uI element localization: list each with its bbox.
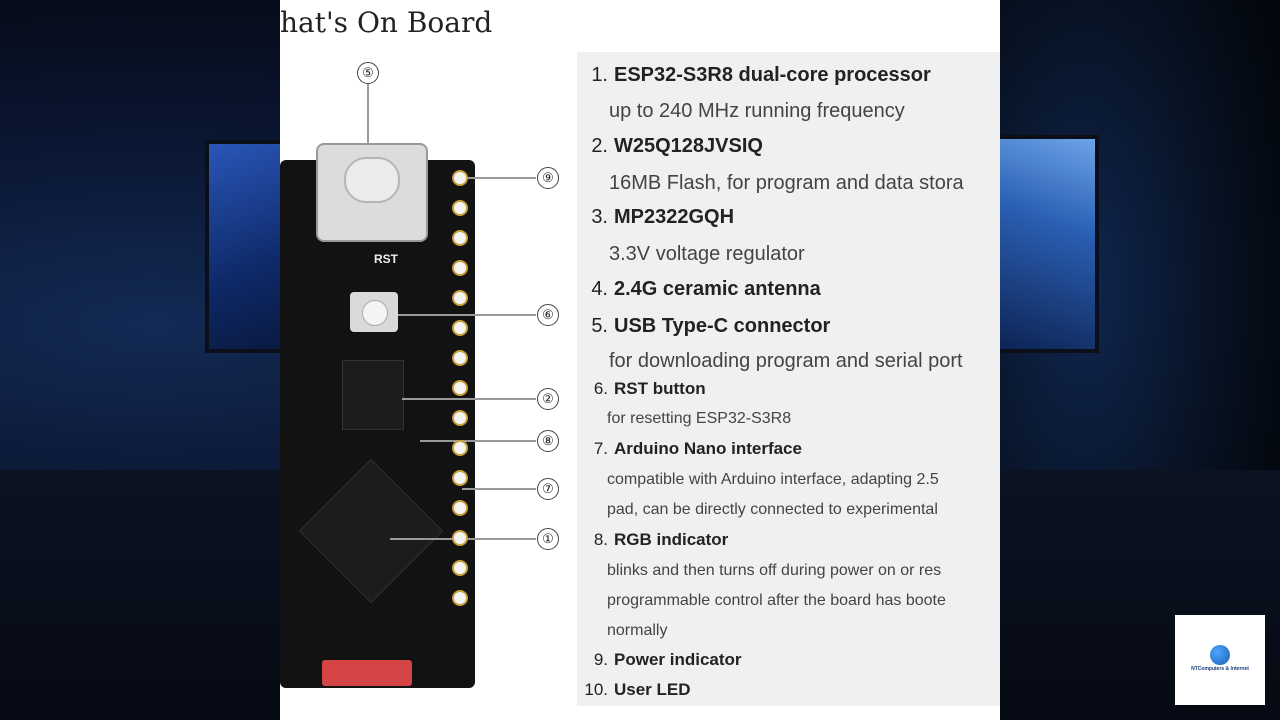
header-pin xyxy=(452,320,468,336)
list-heading: RST button xyxy=(614,379,706,398)
list-heading: MP2322GQH xyxy=(614,206,735,228)
globe-icon xyxy=(1210,645,1230,665)
list-heading: ESP32-S3R8 dual-core processor xyxy=(614,64,931,86)
list-number: 9. xyxy=(593,650,608,669)
list-number: 6. xyxy=(593,379,608,398)
list-item-10: 10. User LED xyxy=(580,680,691,700)
header-pin xyxy=(452,410,468,426)
logo-text: NTComputers & Internet xyxy=(1191,666,1249,672)
list-number: 10. xyxy=(584,680,608,699)
header-pin xyxy=(452,260,468,276)
background-monitor-right xyxy=(1000,135,1099,353)
list-number: 8. xyxy=(593,530,608,549)
usb-c-connector-image xyxy=(316,143,428,242)
header-pin xyxy=(452,290,468,306)
channel-logo: NTComputers & Internet xyxy=(1175,615,1265,705)
rst-button-image xyxy=(350,292,398,332)
header-pin xyxy=(452,560,468,576)
list-description: for resetting ESP32-S3R8 xyxy=(607,410,792,427)
list-description: blinks and then turns off during power o… xyxy=(607,562,942,579)
header-pin xyxy=(452,590,468,606)
feature-list-background xyxy=(577,52,1000,706)
header-pin xyxy=(452,170,468,186)
list-number: 1. xyxy=(591,64,608,86)
list-heading: W25Q128JVSIQ xyxy=(614,135,763,157)
list-heading: USB Type-C connector xyxy=(614,315,831,337)
callout-5: ⑤ xyxy=(357,62,379,84)
user-led-chip xyxy=(322,660,412,686)
list-item-2: 2. W25Q128JVSIQ xyxy=(580,135,763,158)
list-description: normally xyxy=(607,622,668,639)
list-description: compatible with Arduino interface, adapt… xyxy=(607,471,939,488)
list-heading: RGB indicator xyxy=(614,530,729,549)
callout-6-line xyxy=(398,314,536,316)
list-item-9: 9. Power indicator xyxy=(580,650,742,670)
header-pin xyxy=(452,200,468,216)
header-pin xyxy=(452,530,468,546)
header-pin xyxy=(452,440,468,456)
callout-8: ⑧ xyxy=(537,430,559,452)
header-pin xyxy=(452,350,468,366)
callout-9-line xyxy=(458,177,536,179)
list-heading: 2.4G ceramic antenna xyxy=(614,278,821,300)
list-number: 3. xyxy=(591,206,608,228)
usb-port-icon xyxy=(344,157,400,203)
header-pin xyxy=(452,230,468,246)
header-pin xyxy=(452,470,468,486)
callout-6: ⑥ xyxy=(537,304,559,326)
list-heading: User LED xyxy=(614,680,691,699)
button-icon xyxy=(362,300,388,326)
callout-1: ① xyxy=(537,528,559,550)
list-item-5: 5. USB Type-C connector xyxy=(580,315,830,338)
callout-7-line xyxy=(462,488,536,490)
slide-panel: hat's On Board RST ⑤ ⑨ ⑥ ② ⑧ ⑦ ① 1. ESP32… xyxy=(280,0,1000,720)
list-number: 7. xyxy=(593,439,608,458)
list-heading: Power indicator xyxy=(614,650,742,669)
callout-9: ⑨ xyxy=(537,167,559,189)
callout-2-line xyxy=(402,398,536,400)
callout-7: ⑦ xyxy=(537,478,559,500)
list-number: 5. xyxy=(591,315,608,337)
list-description: up to 240 MHz running frequency xyxy=(609,100,905,122)
callout-2: ② xyxy=(537,388,559,410)
list-number: 2. xyxy=(591,135,608,157)
list-description: 16MB Flash, for program and data stora xyxy=(609,172,964,194)
page-title: hat's On Board xyxy=(280,6,493,39)
header-pin xyxy=(452,380,468,396)
list-item-6: 6. RST button xyxy=(580,379,706,399)
list-item-7: 7. Arduino Nano interface xyxy=(580,439,802,459)
flash-chip-image xyxy=(342,360,404,430)
background-monitor-left xyxy=(205,140,288,353)
list-description: pad, can be directly connected to experi… xyxy=(607,501,938,518)
list-number: 4. xyxy=(591,278,608,300)
list-item-8: 8. RGB indicator xyxy=(580,530,728,550)
list-description: for downloading program and serial port xyxy=(609,350,963,372)
list-description: 3.3V voltage regulator xyxy=(609,243,805,265)
list-item-1: 1. ESP32-S3R8 dual-core processor xyxy=(580,64,931,87)
callout-5-line xyxy=(367,84,369,144)
list-item-4: 4. 2.4G ceramic antenna xyxy=(580,278,821,301)
callout-8-line xyxy=(420,440,536,442)
header-pin xyxy=(452,500,468,516)
list-description: programmable control after the board has… xyxy=(607,592,946,609)
list-item-3: 3. MP2322GQH xyxy=(580,206,734,229)
board-rst-label: RST xyxy=(374,252,398,266)
list-heading: Arduino Nano interface xyxy=(614,439,802,458)
